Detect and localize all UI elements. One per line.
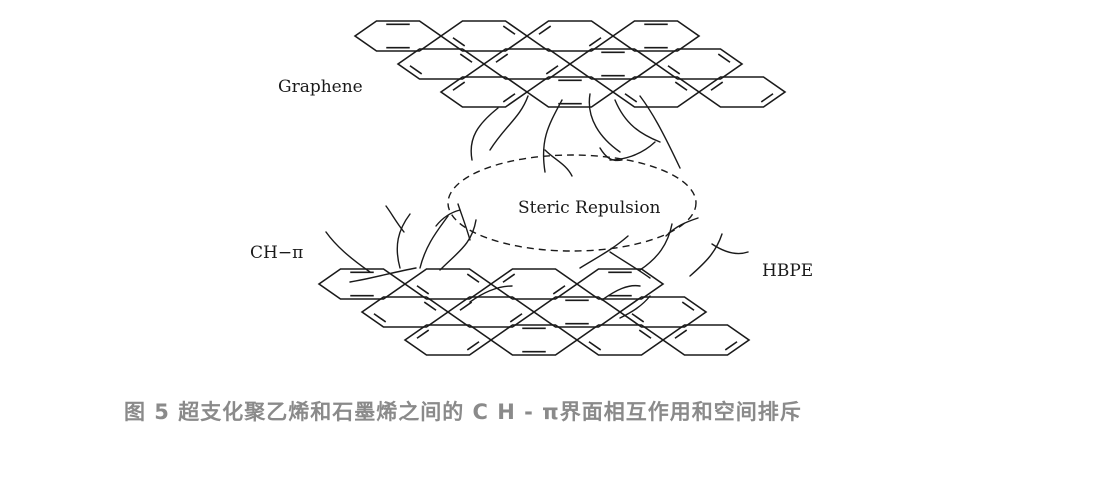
polymer-chain [396,213,411,269]
polymer-chain [489,95,529,151]
graphene-hbpe-interaction-diagram: Graphene Steric Repulsion CH−π HBPE [250,20,813,356]
benzene-ring [439,20,529,52]
polymer-chain [639,95,681,169]
benzene-ring [697,76,787,108]
benzene-ring [353,20,443,52]
figure-caption: 图 5 超支化聚乙烯和石墨烯之间的 C H - π界面相互作用和空间排斥 [124,400,802,424]
double-bond [717,53,731,63]
double-bond [452,37,466,47]
benzene-ring [661,324,751,356]
polymer-chain [599,147,623,162]
double-bond [667,65,681,75]
benzene-ring [439,76,529,108]
double-bond [710,81,724,91]
polymer-chain [542,99,563,173]
benzene-ring [360,296,450,328]
graphene-sheet-bottom [317,268,751,356]
benzene-ring [575,324,665,356]
polymer-chain [588,93,621,153]
graphene-label: Graphene [278,77,363,97]
benzene-ring [446,296,536,328]
polymer-chain [579,235,629,269]
ch-pi-label: CH−π [250,243,303,263]
hbpe-label: HBPE [762,261,813,281]
polymer-chain [609,251,651,279]
double-bond [502,273,516,283]
benzene-ring [654,48,744,80]
polymer-chain [325,231,371,273]
polymer-chain [609,141,656,161]
benzene-ring [403,268,493,300]
polymer-chain [711,243,749,255]
benzene-ring [396,48,486,80]
polymer-chain [689,233,723,277]
polymer-chain [470,107,499,161]
polymer-chain [435,209,461,227]
double-bond [423,301,437,311]
polymer-chain [349,267,417,283]
benzene-ring [611,20,701,52]
double-bond [552,285,566,295]
double-bond [509,313,523,323]
double-bond [459,53,473,63]
double-bond [674,329,688,339]
graphene-sheet-top [353,20,787,108]
polymer-chain [601,284,641,301]
double-bond [538,25,552,35]
double-bond [724,341,738,351]
benzene-ring [618,296,708,328]
polymer-chain [419,215,449,269]
double-bond [452,81,466,91]
benzene-ring [403,324,493,356]
polymer-chain [457,203,471,241]
double-bond [495,53,509,63]
polymer-chain [469,285,513,303]
polymer-chain [385,205,405,233]
benzene-ring [482,48,572,80]
benzene-ring [525,20,615,52]
polymer-chain [639,223,673,271]
double-bond [631,313,645,323]
polymer-chain [544,149,573,177]
double-bond [502,25,516,35]
double-bond [681,301,695,311]
polymer-chain [619,295,651,319]
double-bond [674,81,688,91]
double-bond [502,93,516,103]
steric-repulsion-region [447,154,697,252]
double-bond [466,273,480,283]
double-bond [588,37,602,47]
benzene-ring [611,76,701,108]
double-bond [409,65,423,75]
benzene-ring [532,296,622,328]
polymer-chain [439,219,477,271]
polymer-chain [665,217,699,237]
double-bond [638,329,652,339]
double-bond [416,285,430,295]
benzene-ring [489,268,579,300]
double-bond [466,341,480,351]
double-bond [624,93,638,103]
benzene-ring [525,76,615,108]
double-bond [416,329,430,339]
polymer-chain [614,99,661,143]
double-bond [459,301,473,311]
double-bond [545,65,559,75]
double-bond [373,313,387,323]
hbpe-polymer-chains [325,93,749,319]
benzene-ring [575,268,665,300]
steric-repulsion-label: Steric Repulsion [518,198,661,218]
double-bond [588,341,602,351]
benzene-ring [568,48,658,80]
double-bond [760,93,774,103]
benzene-ring [489,324,579,356]
